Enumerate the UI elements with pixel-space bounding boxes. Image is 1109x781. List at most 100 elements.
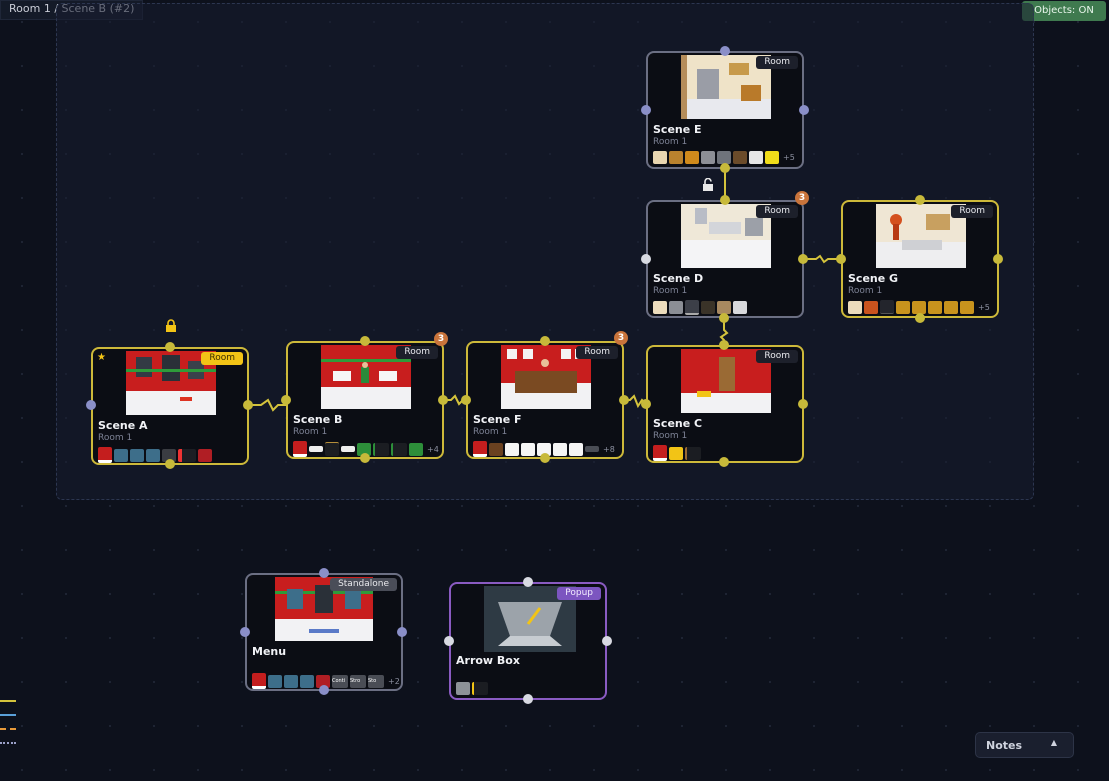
connection-port[interactable] (719, 457, 729, 467)
connection-port[interactable] (438, 395, 448, 405)
object-icon[interactable] (114, 448, 128, 462)
connection-port[interactable] (915, 195, 925, 205)
connection-port[interactable] (281, 395, 291, 405)
object-icon[interactable] (701, 151, 715, 164)
scene-node-e[interactable]: Room Scene E Room 1 +5 (646, 51, 804, 169)
object-icon[interactable] (252, 673, 266, 689)
connection-port[interactable] (444, 636, 454, 646)
connection-port[interactable] (836, 254, 846, 264)
connection-port[interactable] (619, 395, 629, 405)
connection-port[interactable] (798, 254, 808, 264)
connection-port[interactable] (720, 46, 730, 56)
connection-port[interactable] (719, 340, 729, 350)
connection-port[interactable] (523, 577, 533, 587)
object-icon[interactable] (669, 446, 683, 460)
object-icon[interactable] (685, 151, 699, 164)
notes-panel-button[interactable]: Notes ▲ (975, 732, 1074, 758)
connection-port[interactable] (720, 195, 730, 205)
object-icon[interactable] (653, 445, 667, 461)
connection-port[interactable] (540, 336, 550, 346)
object-icon[interactable] (733, 301, 747, 314)
object-icon[interactable] (960, 300, 974, 314)
scene-node-c[interactable]: Room Scene C Room 1 (646, 345, 804, 463)
connection-port[interactable] (915, 313, 925, 323)
object-icon[interactable] (685, 446, 701, 460)
object-icon[interactable] (944, 300, 958, 314)
objects-toggle-button[interactable]: Objects: ON (1022, 1, 1106, 21)
object-icon[interactable] (505, 442, 519, 456)
connection-port[interactable] (719, 313, 729, 323)
object-icon[interactable] (585, 446, 599, 452)
object-icon[interactable] (373, 442, 389, 456)
object-icon[interactable] (569, 442, 583, 456)
object-icon[interactable] (268, 674, 282, 688)
connection-port[interactable] (360, 336, 370, 346)
scene-node-b[interactable]: Room Scene B Room 1 +4 (286, 341, 444, 459)
object-icon[interactable] (765, 151, 779, 164)
object-icon[interactable] (685, 300, 699, 315)
object-icon[interactable] (357, 442, 371, 456)
object-icon[interactable] (391, 442, 407, 456)
connection-port[interactable] (641, 254, 651, 264)
connection-port[interactable] (641, 105, 651, 115)
scene-node-g[interactable]: Room Scene G Room 1 +5 (841, 200, 999, 318)
object-icon[interactable] (325, 442, 339, 456)
connection-port[interactable] (798, 399, 808, 409)
object-icon[interactable] (717, 151, 731, 164)
object-icon[interactable] (553, 442, 567, 456)
object-icon[interactable] (300, 674, 314, 688)
object-icon[interactable] (409, 442, 423, 456)
arrow-box-node[interactable]: Popup Arrow Box (449, 582, 607, 700)
lock-icon[interactable] (164, 319, 178, 333)
lock-open-icon[interactable] (701, 178, 715, 192)
object-icon[interactable] (198, 448, 212, 462)
object-icon[interactable] (653, 151, 667, 164)
object-icon[interactable] (848, 300, 862, 314)
object-icon[interactable] (316, 674, 330, 688)
object-icon[interactable] (669, 301, 683, 314)
object-icon[interactable] (341, 446, 355, 452)
connection-port[interactable] (993, 254, 1003, 264)
connection-port[interactable] (720, 163, 730, 173)
object-icon[interactable] (749, 151, 763, 164)
object-icon[interactable] (146, 448, 160, 462)
object-icon[interactable] (293, 441, 307, 457)
connection-port[interactable] (397, 627, 407, 637)
connection-port[interactable] (799, 105, 809, 115)
menu-node[interactable]: Standalone Menu Conti Stro Sto +2 (245, 573, 403, 691)
object-icon[interactable] (473, 441, 487, 457)
object-icon[interactable] (521, 442, 535, 456)
object-icon[interactable] (178, 448, 196, 462)
connection-port[interactable] (523, 694, 533, 704)
object-icon[interactable] (162, 448, 176, 462)
connection-port[interactable] (360, 453, 370, 463)
connection-port[interactable] (165, 459, 175, 469)
object-icon[interactable]: Conti (332, 674, 348, 688)
object-icon[interactable] (653, 301, 667, 314)
object-icon[interactable] (896, 300, 910, 314)
connection-port[interactable] (243, 400, 253, 410)
connection-port[interactable] (540, 453, 550, 463)
connection-port[interactable] (461, 395, 471, 405)
scene-node-a[interactable]: ★ Room Scene A Room 1 (91, 347, 249, 465)
object-icon[interactable] (864, 300, 878, 314)
object-icon[interactable] (669, 151, 683, 164)
object-icon[interactable]: Stro (350, 674, 366, 688)
object-icon[interactable] (489, 442, 503, 456)
object-icon[interactable]: Sto (368, 674, 384, 688)
object-icon[interactable] (309, 446, 323, 452)
connection-port[interactable] (319, 685, 329, 695)
object-icon[interactable] (98, 447, 112, 463)
object-icon[interactable] (130, 448, 144, 462)
object-icon[interactable] (912, 300, 926, 314)
connection-port[interactable] (602, 636, 612, 646)
object-icon[interactable] (701, 301, 715, 314)
connection-port[interactable] (86, 400, 96, 410)
object-icon[interactable] (717, 301, 731, 314)
scene-node-d[interactable]: Room Scene D Room 1 (646, 200, 804, 318)
object-icon[interactable] (472, 682, 488, 695)
connection-port[interactable] (319, 568, 329, 578)
scene-node-f[interactable]: Room Scene F Room 1 +8 (466, 341, 624, 459)
object-icon[interactable] (456, 682, 470, 695)
object-icon[interactable] (537, 442, 551, 456)
